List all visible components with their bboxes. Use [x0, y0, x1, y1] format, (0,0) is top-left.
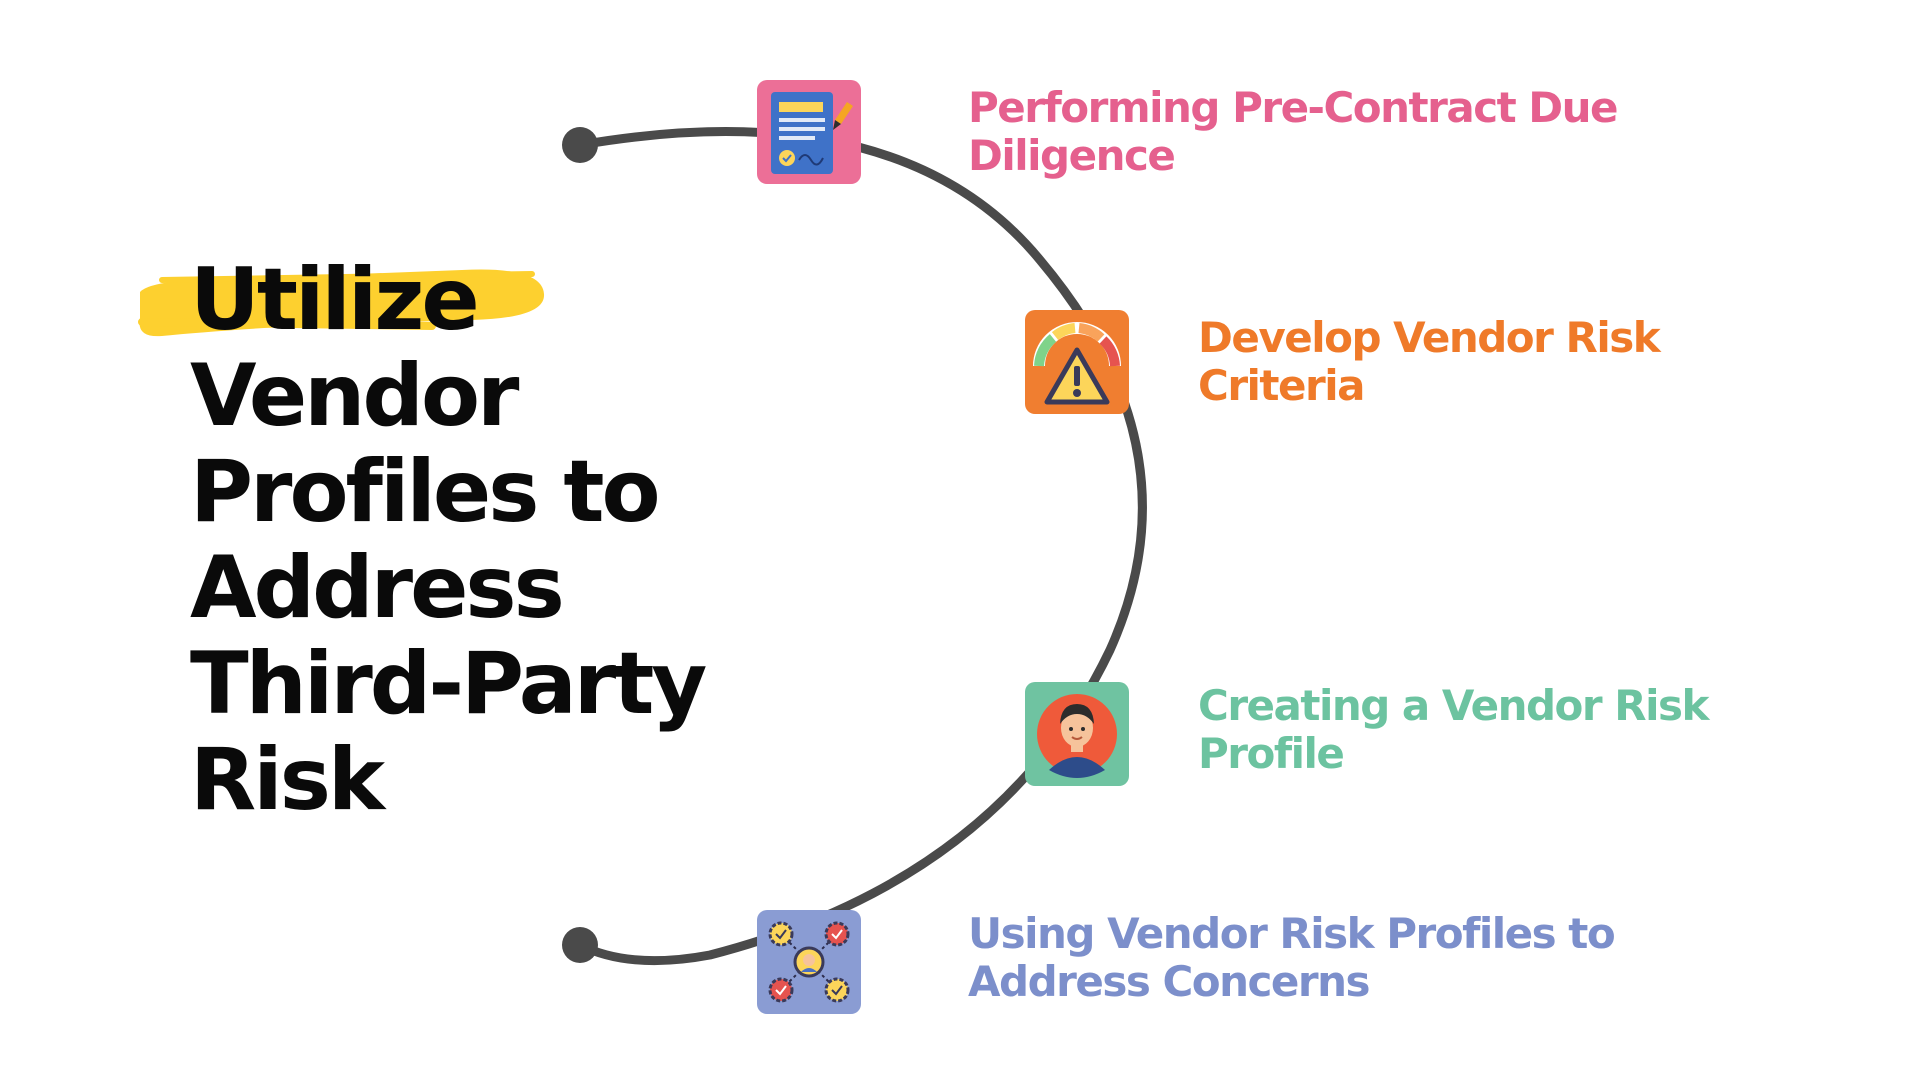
main-title: Utilize Vendor Profiles to Address Third… [138, 250, 810, 830]
step-label-line: Develop Vendor Risk [1198, 313, 1661, 362]
person-avatar-icon [1025, 682, 1129, 786]
step-label-pre-contract-due-diligence: Performing Pre-Contract Due Diligence [968, 83, 1619, 180]
timeline-arc [575, 127, 1147, 966]
step-label-vendor-risk-profile: Creating a Vendor Risk Profile [1198, 681, 1709, 778]
step-label-line: Criteria [1198, 361, 1365, 410]
arc-start-dot [562, 127, 598, 163]
network-gears-icon [757, 910, 861, 1014]
title-line-2: Profiles to [190, 442, 661, 542]
title-line-1: Vendor [190, 346, 519, 446]
contract-document-icon [757, 80, 861, 184]
step-label-address-concerns: Using Vendor Risk Profiles to Address Co… [968, 909, 1616, 1006]
title-highlight-word: Utilize [190, 250, 480, 350]
title-line-highlight: Utilize [138, 250, 810, 350]
risk-gauge-warning-icon [1025, 310, 1129, 414]
step-label-line: Creating a Vendor Risk [1198, 681, 1709, 730]
highlighted-word: Utilize [138, 250, 545, 350]
step-label-line: Diligence [968, 131, 1176, 180]
title-line-5: Risk [190, 730, 385, 830]
step-label-line: Profile [1198, 729, 1345, 778]
title-line-3: Address [190, 538, 565, 638]
step-label-line: Performing Pre-Contract Due [968, 83, 1619, 132]
step-label-line: Address Concerns [968, 957, 1371, 1006]
arc-end-dot [562, 927, 598, 963]
step-label-vendor-risk-criteria: Develop Vendor Risk Criteria [1198, 313, 1661, 410]
step-label-line: Using Vendor Risk Profiles to [968, 909, 1616, 958]
title-line-4: Third-Party [190, 634, 707, 734]
